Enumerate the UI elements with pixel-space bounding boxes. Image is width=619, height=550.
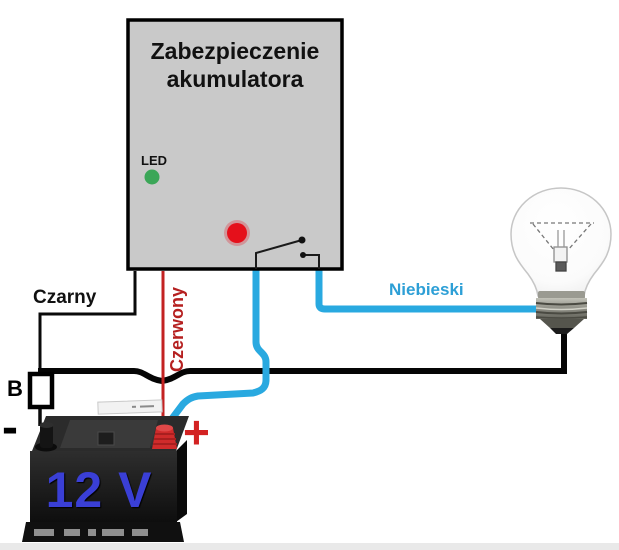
plus-sign: + — [183, 406, 210, 458]
battery-icon — [22, 399, 189, 542]
wire-label-red: Czerwony — [167, 286, 187, 372]
positive-terminal — [152, 424, 177, 449]
battery-top-handle — [97, 431, 115, 446]
bulb-glass — [510, 187, 612, 297]
title-line-2: akumulatora — [166, 66, 304, 92]
bulb-base — [535, 291, 588, 334]
battery-sticker — [97, 399, 163, 415]
fuse-label: B — [7, 376, 23, 401]
battery-base-notches — [34, 529, 148, 536]
control-box — [126, 18, 344, 271]
title-line-1: Zabezpieczenie — [150, 38, 320, 64]
battery-front — [30, 451, 177, 522]
bulb-filament — [530, 222, 594, 272]
light-bulb-icon — [510, 187, 612, 334]
wire-main-black — [38, 330, 567, 385]
led-indicator-icon — [144, 169, 160, 185]
wire-niebieski — [315, 270, 547, 313]
minus-sign: - — [2, 401, 18, 454]
wire-label-black: Czarny — [33, 287, 97, 308]
battery-voltage-label: 12 V — [45, 462, 153, 518]
control-box-title: Zabezpieczenie akumulatora — [128, 37, 342, 93]
relay-switch-icon — [255, 236, 320, 269]
fuse-icon — [27, 371, 55, 410]
led-label: LED — [141, 153, 167, 168]
negative-terminal — [35, 422, 57, 452]
power-button-icon — [227, 223, 247, 243]
wire-czarny — [38, 271, 137, 372]
ground-shadow — [0, 543, 619, 550]
wire-label-blue: Niebieski — [389, 280, 464, 299]
wire-blue-to-battery — [162, 270, 270, 431]
battery-side — [176, 440, 187, 522]
